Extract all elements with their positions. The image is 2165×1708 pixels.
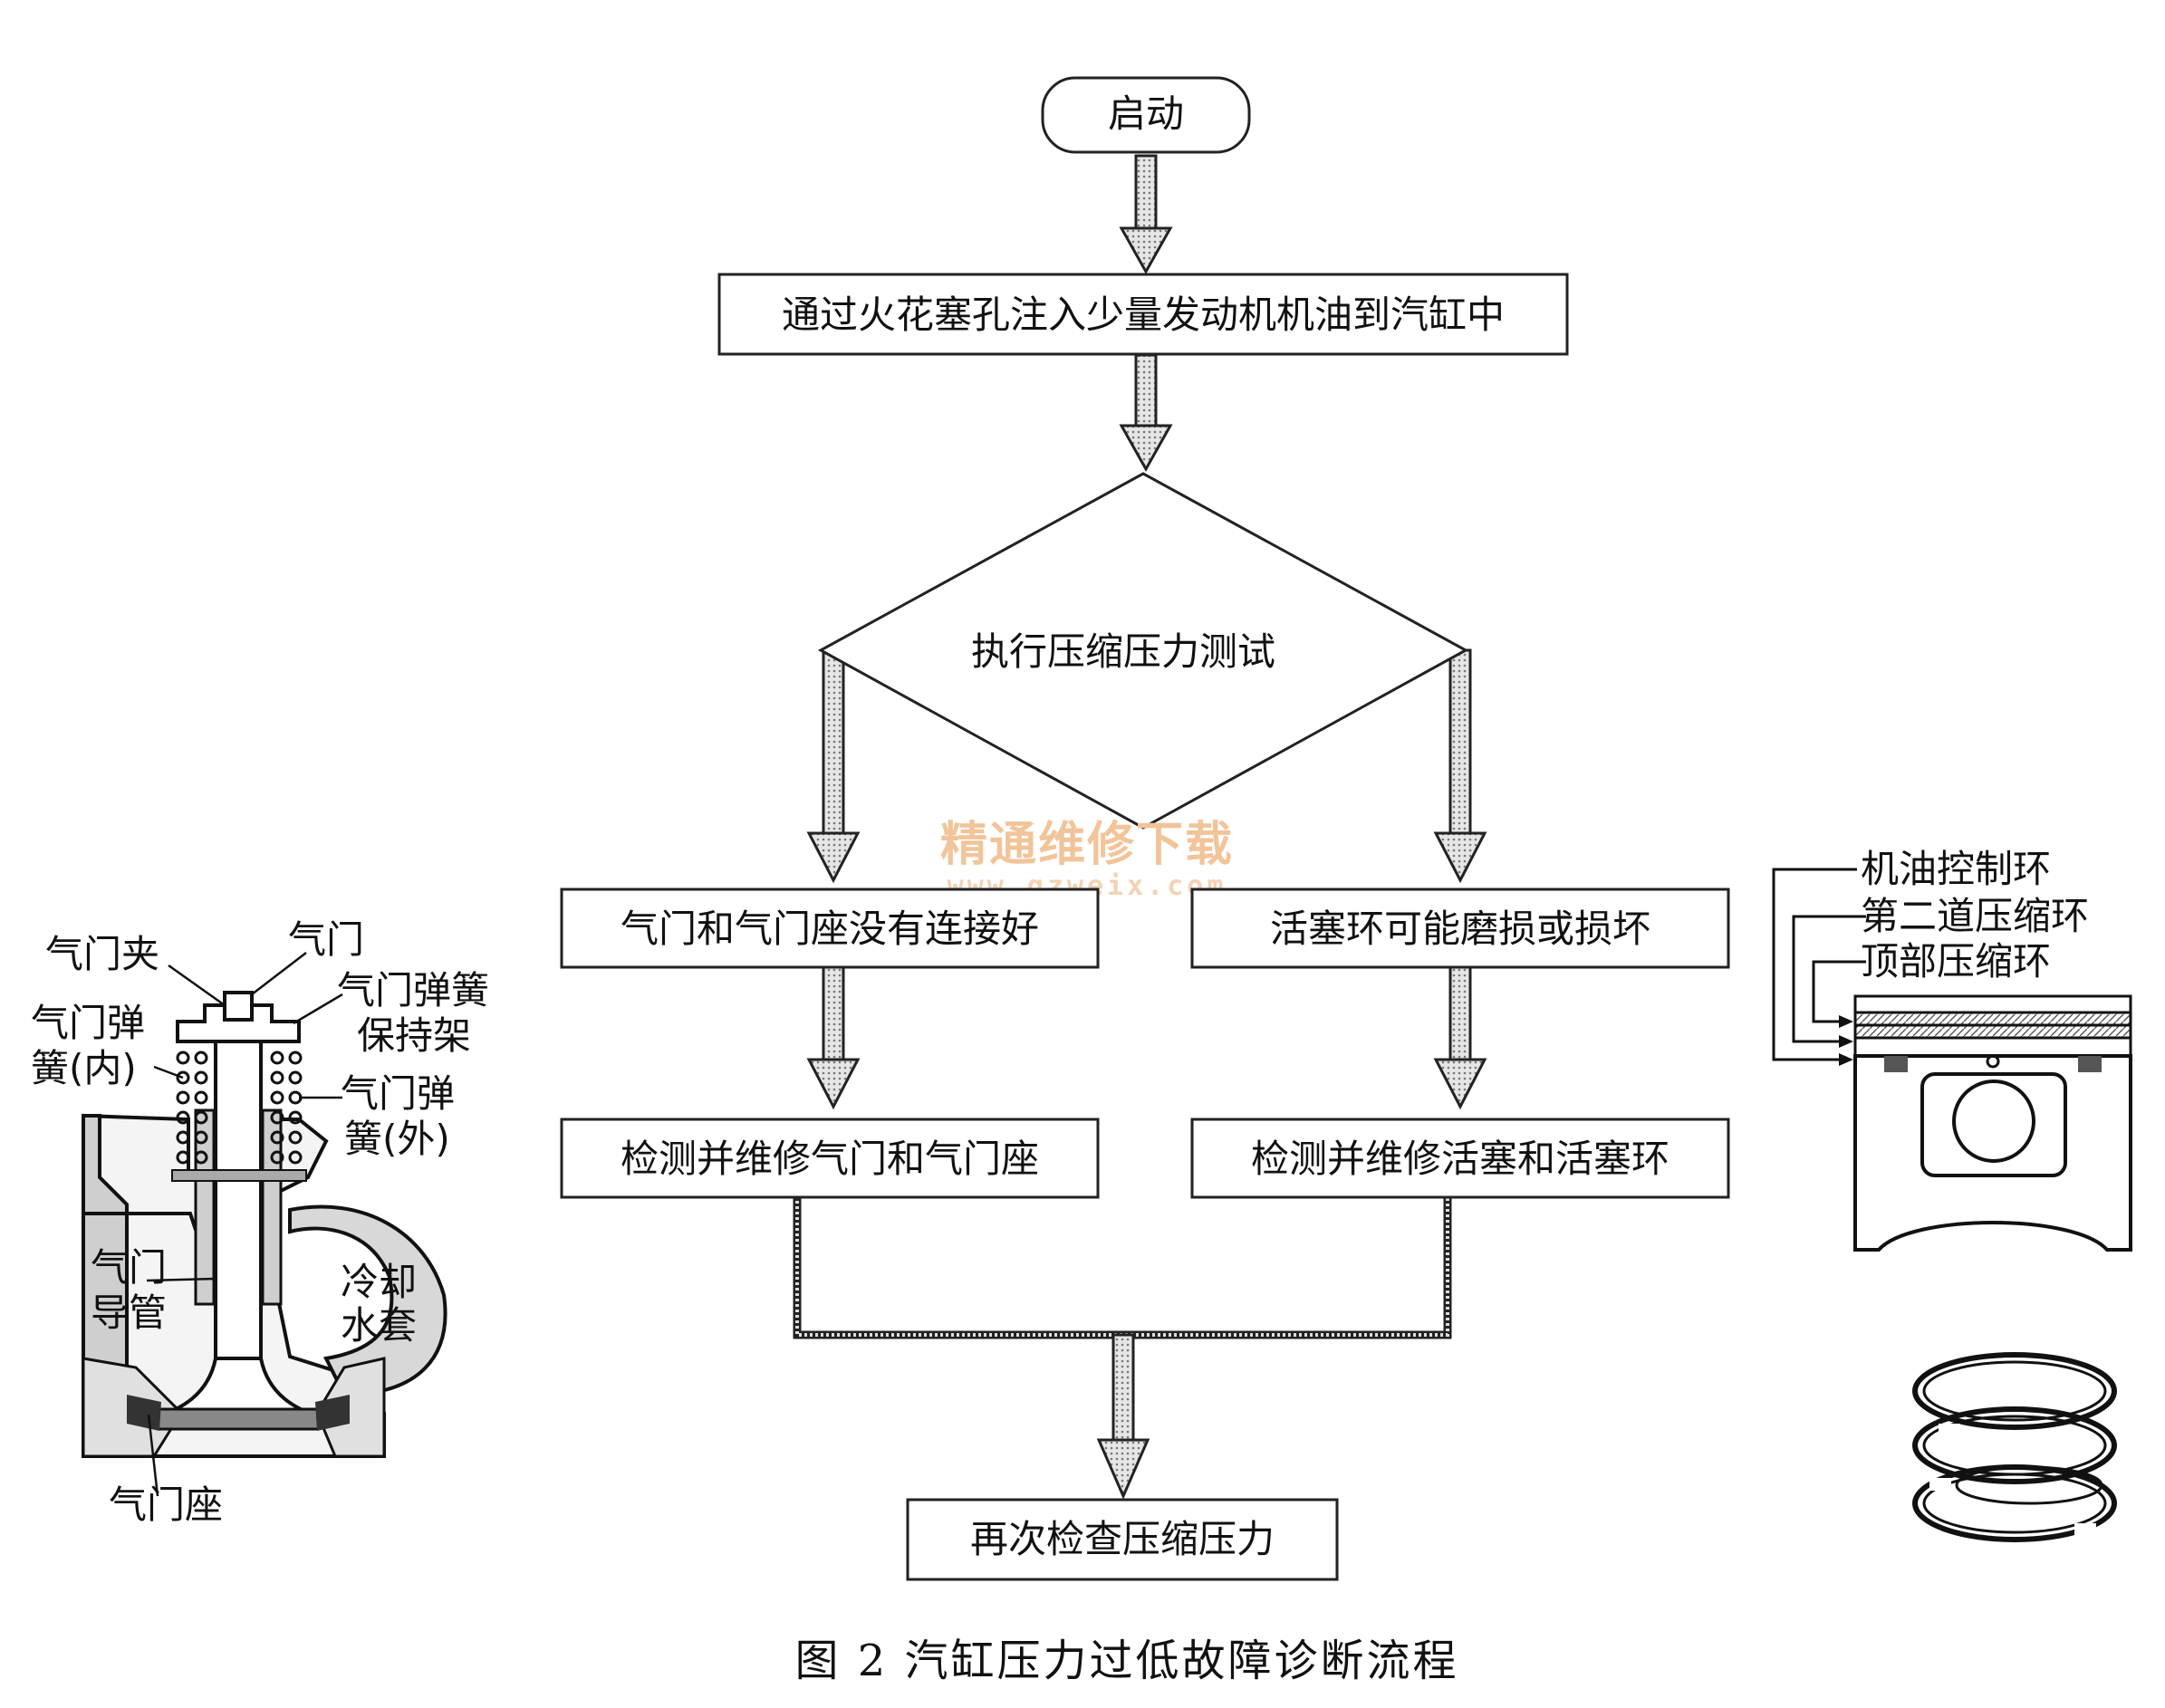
inject-oil-step: 通过火花塞孔注入少量发动机机油到汽缸中 [717,273,1569,356]
valve-seat-result: 气门和气门座没有连接好 [560,888,1100,969]
repair-piston-label: 检测并维修活塞和活塞环 [1251,1137,1669,1181]
valve-assembly-illustration: 气门夹 气门 气门弹簧 保持架 气门弹 簧(内) 气门弹 簧(外) 气门 导管 … [31,917,489,1527]
repair-valve-label: 检测并维修气门和气门座 [621,1137,1039,1181]
jacket-label-line2: 水套 [341,1303,417,1348]
figure-caption: 图 2 汽缸压力过低故障诊断流程 [794,1636,1458,1686]
jacket-label-line1: 冷却 [341,1260,417,1304]
arrow-left-result-to-action [806,964,861,1110]
merge-connector [793,1195,1452,1339]
repair-piston-action: 检测并维修活塞和活塞环 [1190,1118,1730,1199]
arrow-decision-to-right [1433,648,1487,884]
piston-ring-result: 活塞环可能磨损或损坏 [1190,888,1730,969]
inner-spring-label-line1: 气门弹 [31,1001,145,1045]
retainer-label-line1: 气门弹簧 [337,968,489,1012]
retainer-label-line2: 保持架 [357,1013,471,1058]
arrow-merge-to-final [1096,1333,1150,1500]
watermark-title: 精通维修下载 [940,818,1234,872]
inner-spring-label-line2: 簧(内) [31,1046,137,1090]
outer-spring-label-line2: 簧(外) [344,1117,450,1161]
valve-clip-label: 气门夹 [45,932,159,976]
top-ring-label: 顶部压缩环 [1861,939,2051,984]
recheck-label: 再次检查压缩压力 [970,1517,1275,1561]
inject-oil-label: 通过火花塞孔注入少量发动机机油到汽缸中 [782,293,1505,337]
arrow-decision-to-left [806,648,861,884]
valve-seat-result-label: 气门和气门座没有连接好 [621,907,1039,951]
outer-spring-label-line1: 气门弹 [341,1071,455,1116]
piston-illustration: 机油控制环 第二道压缩环 顶部压缩环 [1772,847,2132,1542]
arrow-start-to-step1 [1119,154,1173,275]
watermark: 精通维修下载 www.gzweix.com [940,818,1234,902]
piston-ring-result-label: 活塞环可能磨损或损坏 [1270,907,1650,951]
start-label: 启动 [1108,91,1184,136]
compression-test-decision: 执行压缩压力测试 [817,472,1469,830]
second-ring-label: 第二道压缩环 [1861,894,2089,938]
arrow-step1-to-decision [1119,353,1173,473]
recheck-compression-step: 再次检查压缩压力 [906,1498,1339,1581]
start-node: 启动 [1041,76,1251,154]
oil-ring-label: 机油控制环 [1861,847,2051,891]
seat-label: 气门座 [109,1483,223,1527]
guide-label-line1: 气门 [91,1245,167,1290]
arrow-right-result-to-action [1433,964,1487,1110]
valve-label: 气门 [288,917,364,962]
repair-valve-action: 检测并维修气门和气门座 [560,1118,1100,1199]
guide-label-line2: 导管 [91,1291,167,1335]
decision-label: 执行压缩压力测试 [971,629,1275,674]
